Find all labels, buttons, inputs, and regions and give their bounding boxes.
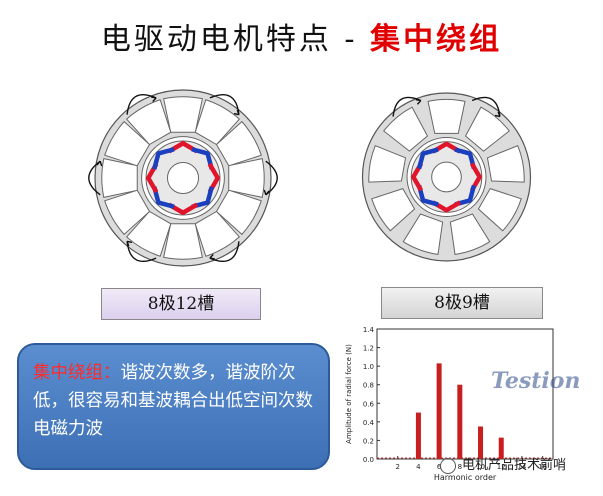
harmonic-chart: 0.0 0.2 0.4 0.6 0.8 1.0 1.2 1.4 2 4 6 8 10 12 14 16Harm… (345, 326, 554, 482)
x-tick-label: 14 (517, 463, 526, 471)
page-title: 电驱动电机特点 - 集中绕组 (0, 14, 603, 58)
arrow-head (233, 109, 240, 116)
stator-slot (427, 98, 466, 134)
bar (436, 363, 442, 459)
title-prefix: 电驱动电机特点 - (100, 22, 371, 57)
flux-arrow (209, 241, 240, 263)
y-tick-label: 1.4 (363, 326, 375, 334)
note-box: 集中绕组：谐波次数多，谐波阶次低，很容易和基波耦合出低空间次数电磁力波 (17, 343, 330, 470)
title-highlight: 集中绕组 (370, 22, 503, 57)
motor-label-8p12s: 8极12槽 (101, 288, 261, 320)
stator-slot (125, 99, 172, 146)
arrow-head (209, 253, 215, 260)
stator-slot (104, 120, 151, 167)
x-tick-label: 4 (416, 463, 421, 471)
x-axis-label: Harmonic order (434, 473, 497, 482)
stator-slot (125, 210, 172, 257)
y-axis-label: Amplitude of radial force (N) (345, 344, 353, 444)
y-tick-label: 0.0 (363, 456, 374, 464)
wechat-icon (440, 457, 456, 474)
watermark-text: 电机产品技术前哨 (462, 458, 567, 473)
arrow-head (96, 160, 103, 167)
y-tick-label: 0.8 (363, 382, 374, 390)
stator-slot (464, 106, 510, 152)
stator-slot (104, 189, 151, 236)
note-text: 谐波次数多，谐波阶次低，很容易和基波耦合出低空间次数电磁力波 (33, 363, 313, 439)
stator-slot (215, 189, 262, 236)
arrow-head (415, 98, 422, 105)
stator-slot (477, 188, 522, 232)
motor-diagram-8p9s (361, 92, 532, 262)
arrow-head (151, 96, 157, 103)
flux-arrow (126, 241, 157, 263)
flux-arrow (471, 96, 501, 117)
arrow-head (494, 111, 501, 118)
stator-slot (228, 158, 265, 198)
stator-slot (215, 120, 262, 167)
bar (498, 437, 504, 459)
rotor-magnet (152, 147, 175, 170)
stator-slot (163, 223, 203, 260)
flux-arrow (392, 96, 422, 117)
x-tick-label: 8 (458, 463, 462, 471)
stator-slot (402, 213, 444, 255)
stator-slot (383, 106, 429, 152)
x-tick-label: 2 (395, 463, 399, 471)
y-tick-label: 0.4 (363, 419, 375, 427)
bar (457, 384, 463, 459)
y-tick-label: 1.2 (363, 345, 374, 353)
flux-arrow (265, 160, 278, 196)
x-tick-label: 10 (476, 463, 485, 471)
bar (415, 412, 421, 459)
stator-slot (163, 96, 203, 133)
stator-slot (194, 99, 241, 146)
arrow-head (126, 240, 133, 247)
note-highlight: 集中绕组： (33, 363, 121, 383)
stator-slot (449, 213, 491, 255)
x-tick-label: 16 (538, 463, 547, 471)
stator-slot (371, 188, 416, 232)
stator-slot (486, 145, 525, 183)
testion-logo: Testion (491, 368, 581, 394)
stator-slot (101, 158, 138, 198)
flux-arrow (88, 160, 101, 196)
bar (478, 426, 484, 459)
watermark: 电机产品技术前哨 (440, 454, 566, 474)
x-tick-label: 6 (437, 463, 442, 471)
plot-frame (376, 328, 554, 460)
x-tick-label: 12 (497, 463, 506, 471)
motor-label-8p9s: 8极9槽 (381, 287, 543, 319)
y-tick-label: 0.2 (363, 437, 374, 445)
shaft (431, 161, 462, 193)
stator-slot (368, 145, 407, 183)
rotor-magnet (416, 147, 439, 170)
flux-arrow (209, 93, 240, 115)
arrow-head (263, 189, 270, 196)
y-tick-label: 0.6 (363, 400, 375, 408)
motor-diagram-8p12s (88, 89, 278, 267)
stator-slot (194, 210, 241, 257)
flux-arrow (126, 93, 157, 115)
shaft (166, 161, 200, 195)
y-tick-label: 1.0 (363, 363, 374, 371)
